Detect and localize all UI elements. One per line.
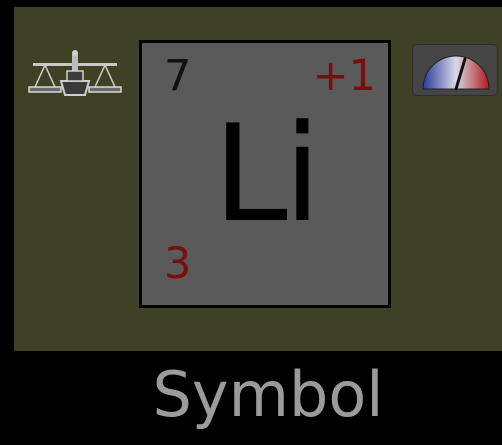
ion-charge: +1 bbox=[312, 51, 376, 101]
mass-number: 7 bbox=[164, 51, 192, 101]
charge-gauge-icon bbox=[422, 55, 490, 91]
element-symbol: Li bbox=[213, 96, 321, 252]
balance-scale-icon bbox=[27, 43, 123, 99]
element-tile: 7 +1 Li 3 bbox=[139, 40, 391, 308]
charge-gauge-button[interactable] bbox=[412, 44, 498, 96]
atomic-number: 3 bbox=[164, 239, 192, 289]
caption-label: Symbol bbox=[152, 358, 384, 431]
